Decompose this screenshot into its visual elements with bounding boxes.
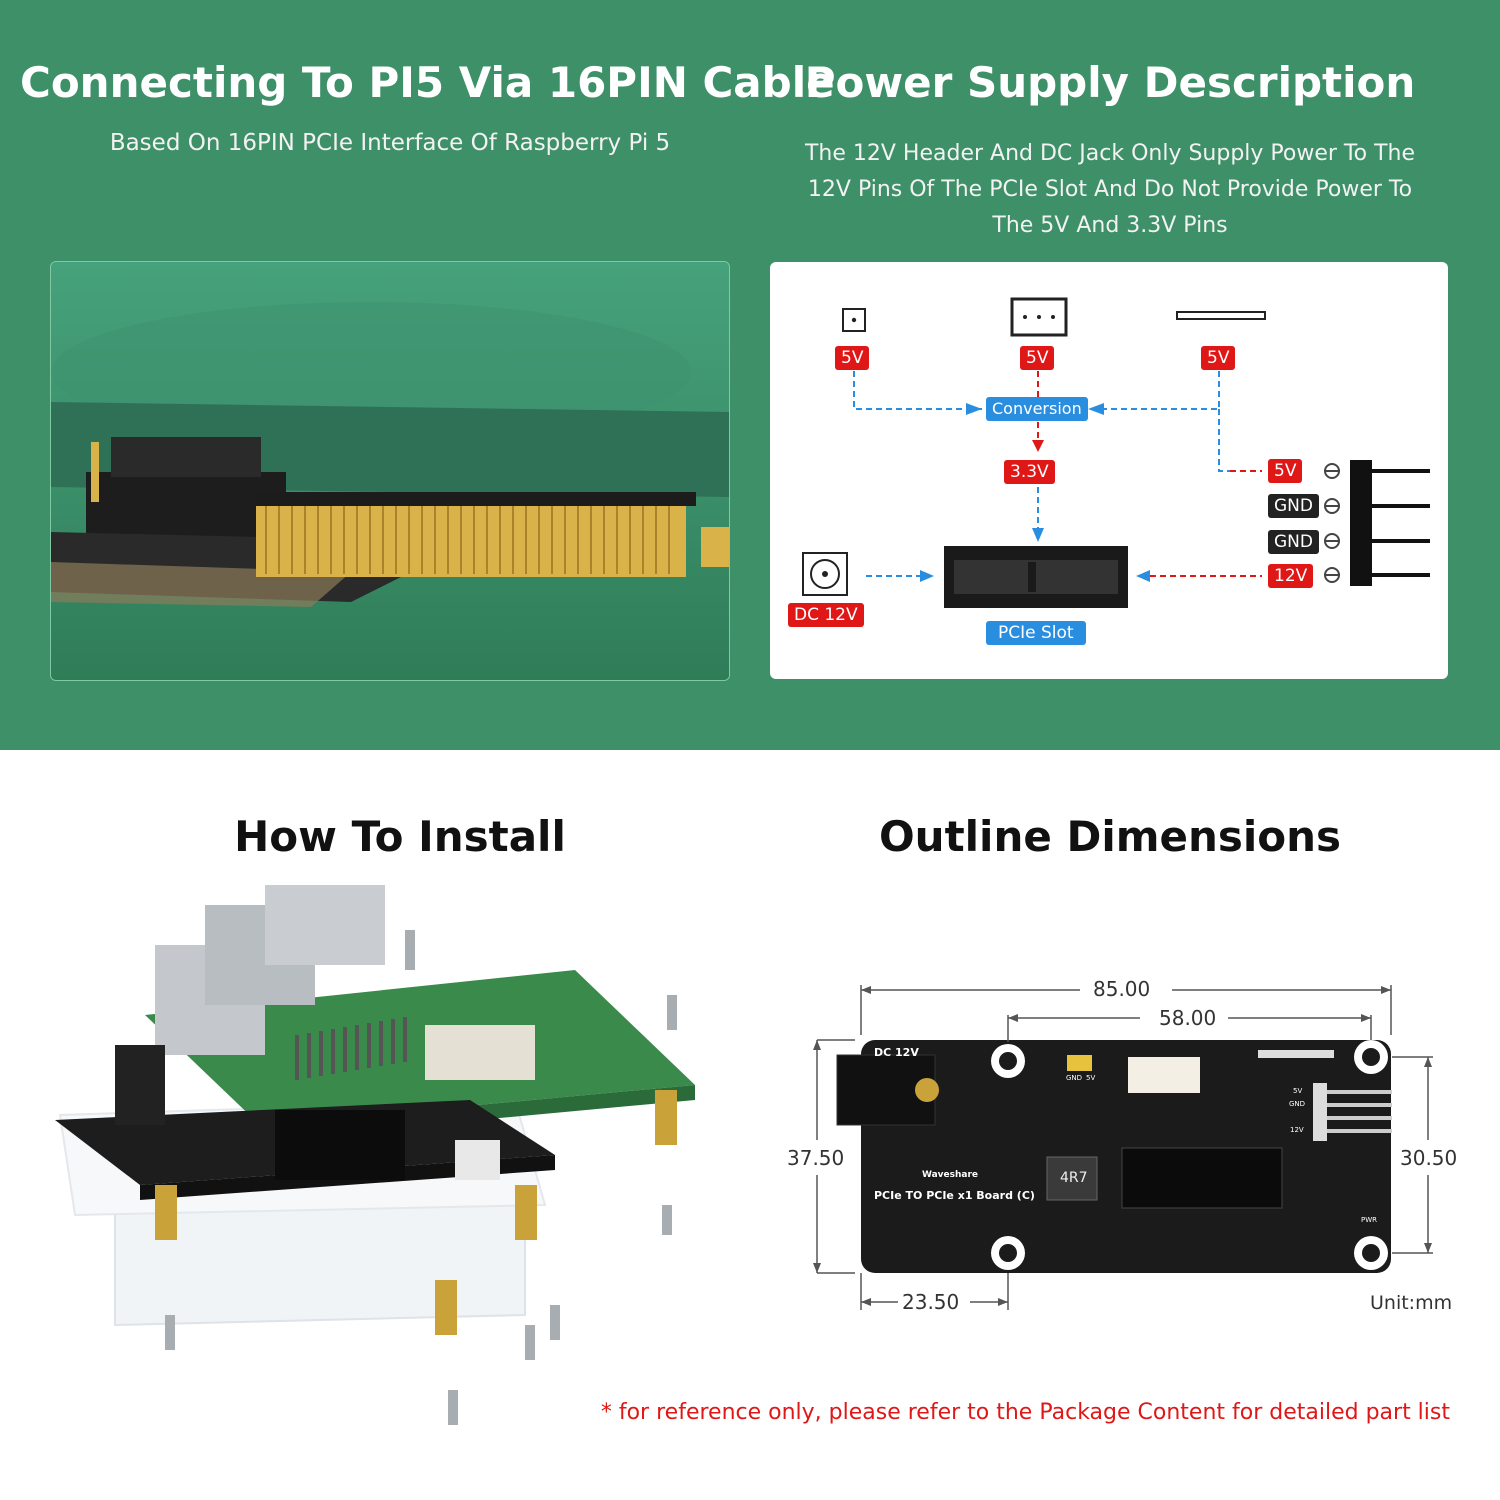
top-section: Connecting To PI5 Via 16PIN Cable Based … [0, 0, 1500, 750]
board-pwr-label: PWR [1361, 1216, 1378, 1224]
dim-hole-span: 58.00 [1159, 1006, 1217, 1030]
install-illustration [55, 885, 705, 1445]
install-title: How To Install [234, 812, 566, 861]
power-diagram: 5V 5V 5V Conversion 3.3V 5V GND GND 12V … [770, 262, 1448, 679]
jumper-icon [842, 308, 866, 332]
fpc-connector-icon [1176, 311, 1266, 320]
dim-width: 85.00 [1093, 977, 1151, 1001]
jumper-5v-label: 5V [835, 346, 870, 370]
power-description: The 12V Header And DC Jack Only Supply P… [770, 136, 1450, 244]
header-pin-gnd1-label: GND [1268, 494, 1319, 518]
board-pin-5v-label: 5V [1293, 1087, 1303, 1095]
board-pin-12v-label: 12V [1290, 1126, 1304, 1134]
board-dc-label: DC 12V [874, 1046, 919, 1059]
fpc-5v-label: 5V [1201, 346, 1236, 370]
board-gnd-small-label: GND [1066, 1074, 1083, 1082]
power-description-line-2: 12V Pins Of The PCIe Slot And Do Not Pro… [807, 177, 1413, 202]
header-pins-icon [1350, 460, 1372, 586]
dim-hole-height: 30.50 [1400, 1146, 1458, 1170]
footnote: * for reference only, please refer to th… [600, 1400, 1450, 1425]
board-name-label: PCIe TO PCIe x1 Board (C) [874, 1189, 1035, 1202]
conversion-label: Conversion [986, 397, 1088, 421]
exploded-assembly-drawing [55, 885, 695, 1425]
dimensions-drawing: DC 12V Waveshare PCIe TO PCIe x1 Board (… [780, 970, 1480, 1315]
header-pin-12v-label: 12V [1268, 564, 1314, 588]
jst-header-icon [1010, 297, 1068, 337]
board-inductor-label: 4R7 [1060, 1170, 1088, 1186]
board-pin-gnd-label: GND [1289, 1100, 1306, 1108]
dc-12v-label: DC 12V [788, 603, 864, 627]
power-title: Power Supply Description [804, 58, 1416, 107]
header-pin-gnd2-label: GND [1268, 530, 1319, 554]
cable-connection-photo [50, 261, 730, 681]
power-description-line-1: The 12V Header And DC Jack Only Supply P… [804, 141, 1416, 166]
power-description-line-3: The 5V And 3.3V Pins [992, 213, 1228, 238]
power-diagram-lines [802, 297, 1430, 608]
dim-height: 37.50 [787, 1146, 845, 1170]
dimension-lines [813, 985, 1433, 1310]
dim-offset: 23.50 [902, 1290, 960, 1314]
header-pin-5v-label: 5V [1268, 459, 1303, 483]
dim-unit: Unit:mm [1370, 1292, 1453, 1314]
dc-jack-icon [802, 552, 848, 596]
connect-subtitle: Based On 16PIN PCIe Interface Of Raspber… [109, 130, 671, 156]
dimensions-title: Outline Dimensions [878, 812, 1342, 861]
connect-title: Connecting To PI5 Via 16PIN Cable [20, 58, 835, 107]
jst-5v-label: 5V [1020, 346, 1055, 370]
v33-label: 3.3V [1004, 460, 1055, 484]
pcie-slot-label: PCIe Slot [986, 621, 1086, 645]
board-5v-small-label: 5V [1086, 1074, 1096, 1082]
cable-connection-illustration [51, 262, 729, 680]
board-brand-label: Waveshare [922, 1170, 979, 1180]
